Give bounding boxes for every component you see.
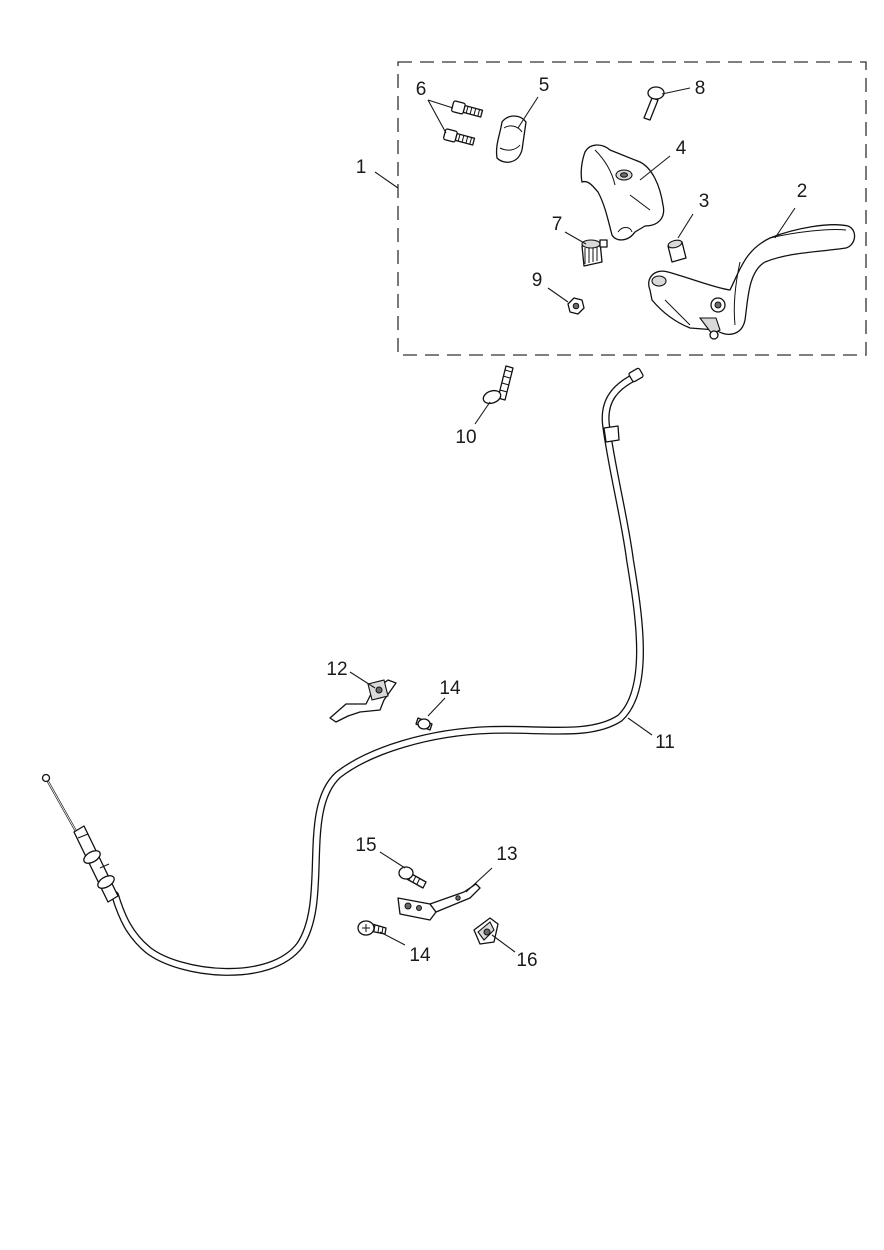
- cable-bracket-13: [397, 883, 481, 921]
- bolt-15: [398, 866, 427, 889]
- cable-nipple: [41, 773, 51, 783]
- callout-15: 15: [355, 835, 376, 856]
- assembly-group-box: [397, 61, 867, 356]
- cable-bracket-12: [329, 679, 397, 723]
- callout-5: 5: [539, 75, 550, 96]
- callout-14-upper: 14: [439, 678, 461, 699]
- callout-7: 7: [552, 214, 563, 235]
- screw-14-lower: [357, 920, 387, 936]
- callout-2: 2: [797, 181, 808, 202]
- clamp-bolts: [442, 100, 484, 146]
- callout-6: 6: [416, 79, 427, 100]
- callout-10: 10: [455, 427, 476, 448]
- screw-14-upper: [415, 717, 433, 731]
- callout-1: 1: [356, 157, 367, 178]
- callout-13: 13: [496, 844, 517, 865]
- callout-8: 8: [695, 78, 706, 99]
- callout-labels: 1 2 3 4 5 6 7 8 9 10 11 12 13 14 14 15 1…: [326, 75, 807, 971]
- clutch-lever: [648, 224, 856, 340]
- pivot-pin: [643, 86, 665, 121]
- callout-12: 12: [326, 659, 347, 680]
- adjuster-nut-1: [83, 850, 101, 864]
- pivot-bush: [667, 239, 687, 263]
- callout-11: 11: [655, 732, 675, 753]
- adjuster-nut-2: [97, 875, 115, 889]
- clutch-cable: [41, 367, 644, 976]
- adjuster-wheel: [581, 239, 608, 267]
- lever-bracket: [580, 144, 665, 241]
- clip-nut-16: [473, 917, 499, 945]
- bolt-10: [482, 365, 514, 405]
- callout-4: 4: [676, 138, 687, 159]
- leader-lines: [349, 87, 796, 953]
- lock-nut: [567, 297, 585, 315]
- callout-14-lower: 14: [409, 945, 431, 966]
- callout-16: 16: [516, 950, 537, 971]
- cable-ferrule: [603, 425, 620, 443]
- callout-3: 3: [699, 191, 710, 212]
- cable-end-upper: [628, 367, 644, 383]
- callout-9: 9: [532, 270, 543, 291]
